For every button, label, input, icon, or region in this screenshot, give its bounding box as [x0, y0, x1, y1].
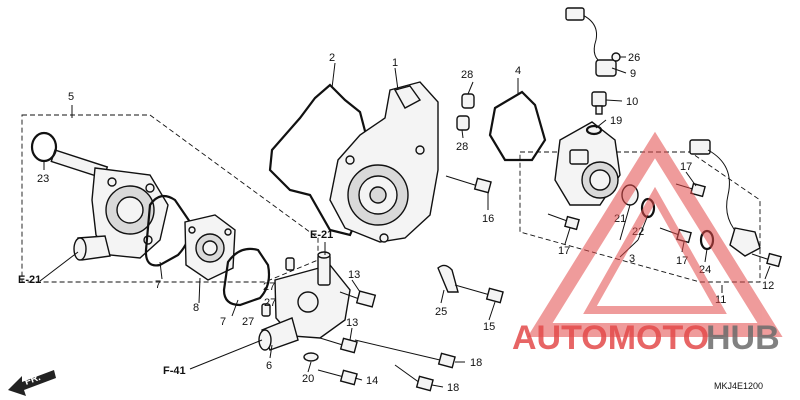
callout-28b: 28	[456, 141, 468, 153]
callout-3: 3	[629, 253, 635, 265]
callout-26: 26	[628, 52, 640, 64]
callout-14: 14	[366, 375, 378, 387]
callout-28a: 28	[461, 69, 473, 81]
callout-17b: 17	[676, 255, 688, 267]
callout-16: 16	[482, 213, 494, 225]
washer-20	[303, 352, 319, 362]
callout-19: 19	[610, 115, 622, 127]
ref-e21-top: E-21	[310, 229, 333, 241]
callout-7b: 7	[220, 316, 226, 328]
callout-18a: 18	[470, 357, 482, 369]
callout-18b: 18	[447, 382, 459, 394]
callout-12: 12	[762, 280, 774, 292]
callout-7a: 7	[155, 279, 161, 291]
callout-numbers: 1 2 3 4 5 6 7 7 8 9 10 11 12 13 13 14 15…	[37, 52, 774, 394]
callout-17c: 17	[680, 161, 692, 173]
callout-9: 9	[630, 68, 636, 80]
callout-10: 10	[626, 96, 638, 108]
bolt-16	[445, 175, 492, 194]
callout-27a: 27	[263, 281, 275, 293]
collars-28	[456, 93, 475, 131]
pump-cover-6	[258, 251, 351, 351]
connector-9	[565, 7, 617, 77]
ref-e21-left: E-21	[18, 274, 41, 286]
watermark-word-gray: HUB	[706, 319, 780, 357]
diagram-code: MKJ4E1200	[714, 381, 763, 391]
pump-plate-8	[184, 214, 236, 281]
callout-6: 6	[266, 360, 272, 372]
callout-20: 20	[302, 373, 314, 385]
nut-26	[611, 52, 621, 62]
callout-13a: 13	[348, 269, 360, 281]
sensor-harness-11	[689, 139, 761, 257]
callout-27c: 27	[242, 316, 254, 328]
callout-23: 23	[37, 173, 49, 185]
watermark-word-red: AUTOMOTO	[512, 319, 709, 357]
callout-1: 1	[392, 57, 398, 69]
sensor-10	[591, 91, 607, 115]
watermark: AUTOMOTO HUB	[512, 131, 783, 357]
front-arrow-icon: FR.	[8, 370, 56, 396]
callout-2: 2	[329, 52, 335, 64]
water-pump	[50, 149, 169, 261]
pump-gasket-7-right	[222, 247, 271, 307]
o-ring-22	[640, 197, 656, 219]
reference-labels: E-21 E-21 F-41	[18, 229, 333, 377]
callout-11: 11	[715, 294, 726, 306]
o-ring-19	[585, 124, 603, 136]
pulse-cover-3	[554, 121, 621, 206]
callout-27b: 27	[264, 297, 276, 309]
pump-bolts	[317, 290, 456, 392]
cover-gasket-2	[268, 83, 372, 237]
watermark-triangle-icon	[527, 131, 783, 337]
leader-lines	[39, 56, 771, 388]
callout-4: 4	[515, 65, 521, 77]
callout-15: 15	[483, 321, 495, 333]
front-arrow-label: FR.	[23, 372, 42, 388]
bolt-15	[454, 284, 504, 304]
ref-f41: F-41	[163, 365, 186, 377]
gasket-4	[488, 90, 547, 162]
clamp-25	[437, 264, 459, 293]
o-ring-23	[30, 131, 58, 163]
callout-25: 25	[435, 306, 447, 318]
callout-5: 5	[68, 91, 74, 103]
callout-8: 8	[193, 302, 199, 314]
generator-cover-1	[329, 81, 439, 243]
callout-13b: 13	[346, 317, 358, 329]
callout-17a: 17	[558, 245, 570, 257]
